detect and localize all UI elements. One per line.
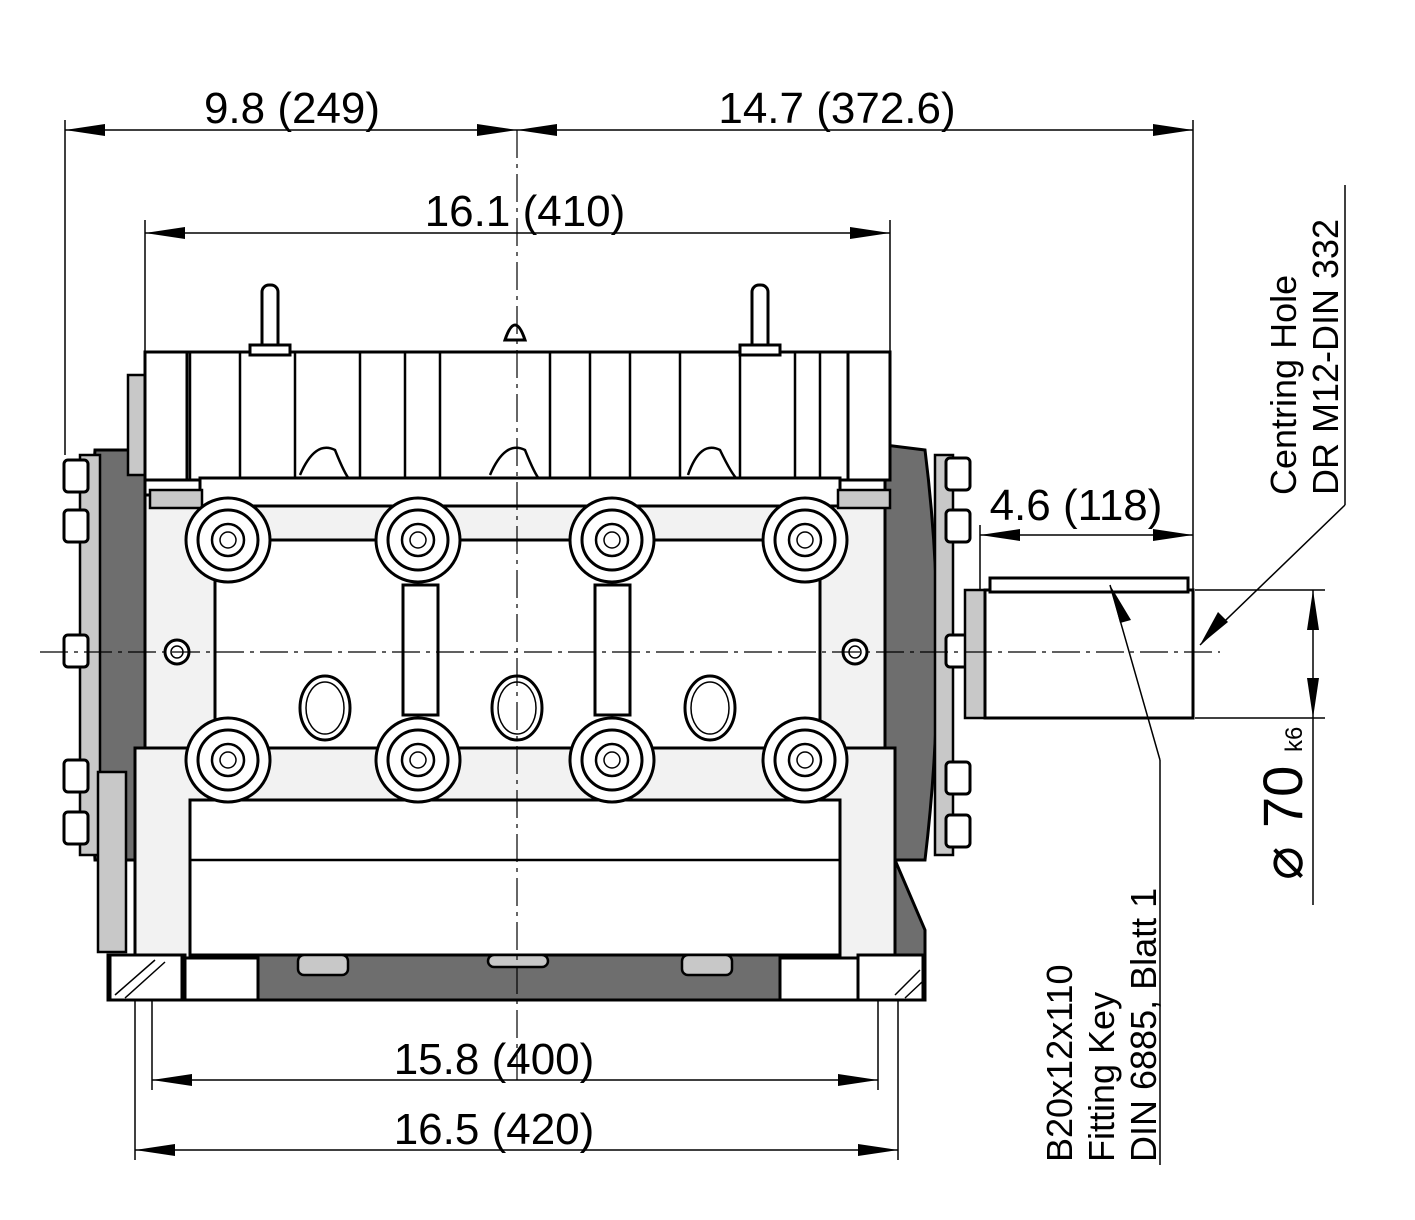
fitting-key-slot: [988, 576, 1190, 594]
post-left: [401, 583, 440, 717]
shaft-diameter-label: ⌀ 70 k6: [1251, 727, 1314, 880]
lower-valve-bolts: [184, 716, 849, 804]
centring-hole-line1: Centring Hole: [1263, 275, 1304, 495]
fitting-key-line2: Fitting Key: [1081, 992, 1122, 1162]
left-side-block: [96, 770, 128, 954]
centring-hole-line2: DR M12-DIN 332: [1305, 219, 1346, 495]
dim-top-right: 14.7 (372.6): [718, 84, 955, 133]
diameter-value: 70: [1251, 766, 1314, 828]
left-cover-bolts: [62, 458, 90, 846]
fitting-key-note: B20x12x110 Fitting Key DIN 6885, Blatt 1: [1039, 888, 1164, 1162]
fitting-key-line1: B20x12x110: [1039, 965, 1080, 1163]
dimension-lines: [64, 120, 1346, 1165]
base-foot-left: [108, 953, 184, 1002]
dim-base-outer: 16.5 (420): [394, 1105, 595, 1154]
drain-plug-right: [680, 953, 734, 977]
dim-base-inner: 15.8 (400): [394, 1035, 595, 1084]
centring-hole-note: Centring Hole DR M12-DIN 332: [1263, 219, 1346, 495]
diameter-symbol: ⌀: [1251, 846, 1314, 880]
drain-plug-left: [296, 953, 350, 977]
post-right: [593, 583, 632, 717]
right-cover-bolts: [944, 456, 972, 849]
manifold-ribs: [188, 352, 822, 480]
center-lines: [40, 130, 1220, 1080]
oval-ports: [298, 674, 737, 742]
dim-head-width: 16.1 (410): [425, 187, 626, 236]
diameter-tolerance: k6: [1281, 727, 1308, 752]
dimension-labels: 9.8 (249) 14.7 (372.6) 16.1 (410) 4.6 (1…: [204, 84, 1162, 1154]
fitting-key-line3: DIN 6885, Blatt 1: [1123, 888, 1164, 1162]
dim-shaft-length: 4.6 (118): [990, 481, 1163, 530]
upper-valve-bolts: [184, 496, 849, 584]
manifold-scallops: [298, 446, 739, 481]
crankcase-front: [188, 798, 842, 957]
dim-top-left: 9.8 (249): [204, 84, 380, 133]
top-studs: [248, 283, 782, 357]
clamp-bar: [198, 476, 842, 508]
drain-plug-center: [486, 953, 550, 969]
drive-shaft: [983, 588, 1195, 720]
pump-body: [62, 283, 1195, 1002]
